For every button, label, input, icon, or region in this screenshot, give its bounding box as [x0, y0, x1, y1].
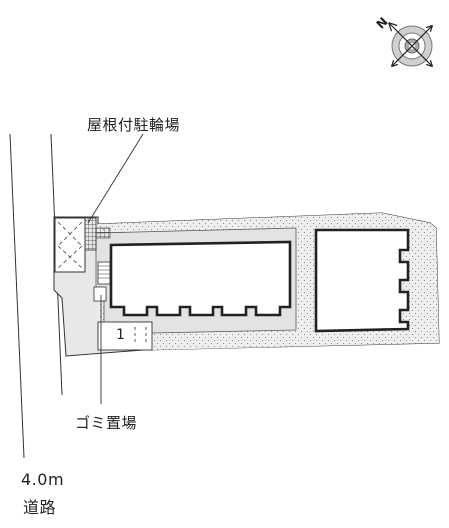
leader-bicycle	[87, 133, 144, 224]
building-right	[314, 228, 410, 333]
road-name: 道路	[23, 498, 57, 517]
bicycle-parking	[54, 217, 111, 273]
building-left	[109, 240, 292, 317]
parking-space	[97, 321, 153, 351]
bicycle-parking-label: 屋根付駐輪場	[87, 116, 181, 134]
compass	[388, 22, 434, 68]
garbage-label: ゴミ置場	[75, 414, 138, 432]
road-width: 4.0m	[21, 470, 65, 489]
stairs	[97, 261, 111, 285]
garbage-area	[93, 286, 107, 302]
road	[9, 133, 63, 459]
parking-number: 1	[116, 327, 126, 343]
